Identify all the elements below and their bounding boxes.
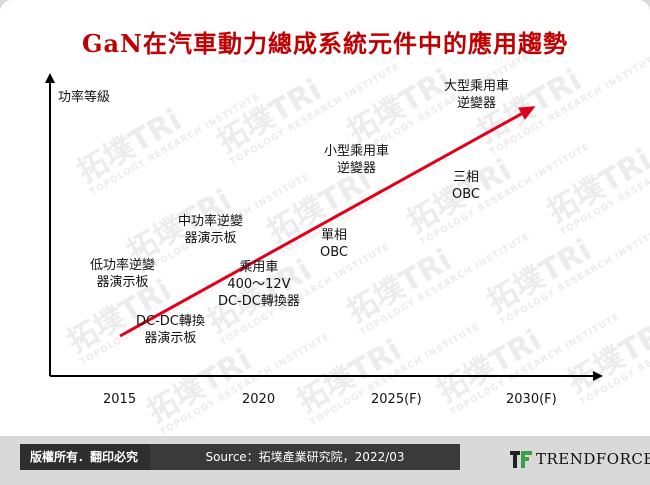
page-title: GaN在汽車動力總成系統元件中的應用趨勢 bbox=[82, 29, 568, 58]
x-tick-2030: 2030(F) bbox=[506, 392, 557, 407]
label-low-power-inverter-demo: 低功率逆變器演示板 bbox=[90, 258, 156, 290]
trendforce-logo: TRENDFORCE bbox=[510, 446, 650, 472]
brand-name: TRENDFORCE bbox=[536, 450, 650, 468]
label-large-car-inverter: 大型乘用車逆變器 bbox=[444, 79, 510, 111]
x-tick-2020: 2020 bbox=[242, 392, 276, 407]
label-dcdc-demo-board: DC-DC轉換器演示板 bbox=[136, 314, 205, 346]
slide-card bbox=[0, 0, 650, 436]
label-small-car-inverter: 小型乘用車逆變器 bbox=[324, 144, 390, 176]
trend-diagram bbox=[45, 73, 603, 381]
trend-arrow bbox=[119, 106, 536, 338]
label-mid-power-inverter-demo: 中功率逆變器演示板 bbox=[178, 214, 244, 246]
x-tick-2015: 2015 bbox=[103, 392, 137, 407]
x-tick-2025: 2025(F) bbox=[371, 392, 422, 407]
y-axis-label: 功率等級 bbox=[58, 90, 111, 105]
trendforce-mark-icon bbox=[510, 451, 532, 468]
source-citation: Source：拓墣產業研究院，2022/03 bbox=[150, 444, 460, 470]
